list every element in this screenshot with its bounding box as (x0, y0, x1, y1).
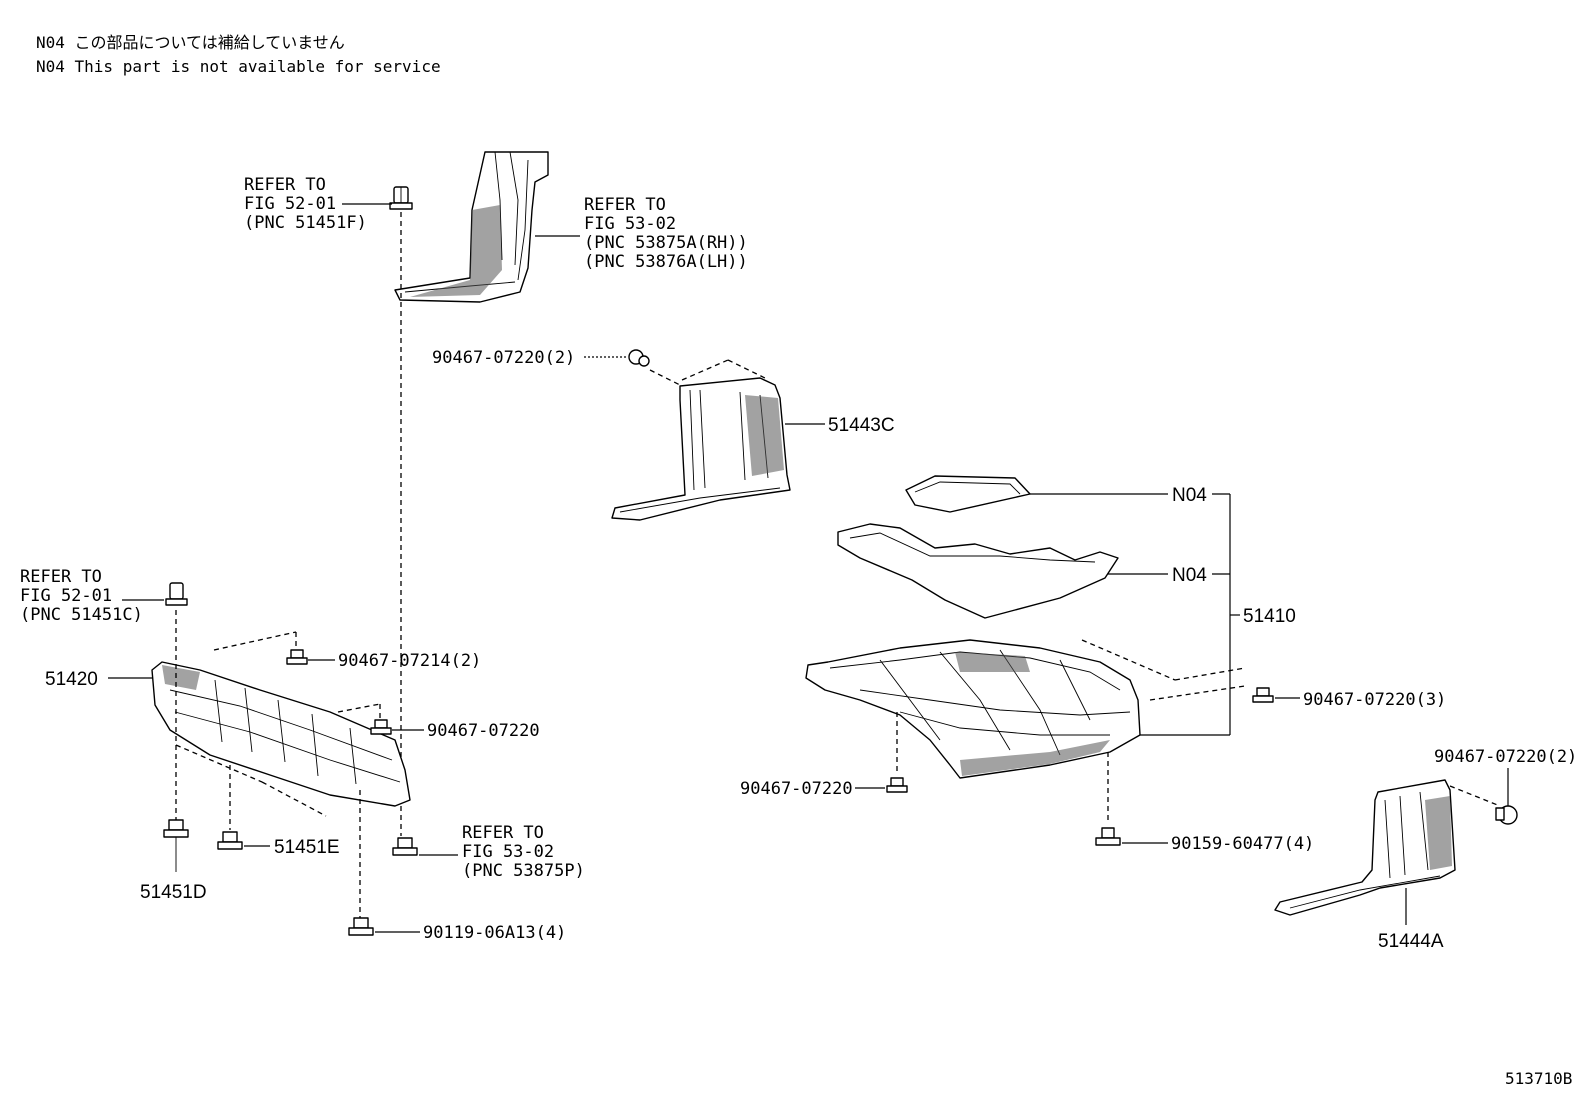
refer-a-line3: (PNC 51451F) (244, 213, 367, 233)
refer-c-line3: (PNC 51451C) (20, 605, 143, 625)
part-51444a-label: 51444A (1378, 931, 1444, 952)
refer-c-line2: FIG 52-01 (20, 586, 112, 606)
bolt-icon-right-07220-2[interactable] (1495, 805, 1518, 825)
refer-b-line4: (PNC 53876A(LH)) (584, 252, 748, 272)
front-under-cover-51420-part[interactable] (151, 661, 411, 807)
pad-n04-mid-part[interactable] (837, 523, 1119, 619)
bolt-icon-right-07220-3[interactable] (1252, 687, 1274, 703)
refer-a-line2: FIG 52-01 (244, 194, 336, 214)
cover-51444a-part[interactable] (1274, 779, 1456, 916)
part-51420-label: 51420 (45, 669, 98, 690)
note-japanese: N04 この部品については補給していません (36, 33, 345, 52)
refer-a-line1: REFER TO (244, 175, 326, 195)
fastener-top-label: 90467-07220(2) (432, 348, 575, 368)
clip-icon-top[interactable] (389, 186, 413, 210)
bolt-icon-51451e[interactable] (217, 831, 243, 850)
part-51410-label: 51410 (1243, 606, 1296, 627)
screw-icon-60477[interactable] (1095, 827, 1121, 846)
nut-icon-top[interactable] (628, 349, 650, 367)
fastener-06a13-label: 90119-06A13(4) (423, 923, 566, 943)
refer-d-line3: (PNC 53875P) (462, 861, 585, 881)
refer-b-line2: FIG 53-02 (584, 214, 676, 234)
refer-d-line1: REFER TO (462, 823, 544, 843)
bolt-icon-51451d[interactable] (163, 819, 189, 872)
refer-c-line1: REFER TO (20, 567, 102, 587)
refer-b-line1: REFER TO (584, 195, 666, 215)
cover-51443c-part[interactable] (611, 377, 791, 521)
refer-d-line2: FIG 53-02 (462, 842, 554, 862)
clip-icon-left[interactable] (165, 582, 188, 606)
fastener-right-07220-3-label: 90467-07220(3) (1303, 690, 1446, 710)
pad-n04-top-part[interactable] (905, 475, 1031, 513)
fender-liner-part[interactable] (394, 151, 549, 303)
part-51451e-label: 51451E (274, 837, 340, 858)
note-english: N04 This part is not available for servi… (36, 57, 441, 76)
fastener-60477-label: 90159-60477(4) (1171, 834, 1314, 854)
part-51451d-label: 51451D (140, 882, 207, 903)
figure-code: 513710B (1505, 1069, 1572, 1088)
fastener-center-07220-label: 90467-07220 (740, 779, 853, 799)
bolt-icon-53875p[interactable] (392, 837, 418, 856)
fastener-07214-label: 90467-07214(2) (338, 651, 481, 671)
fastener-right-07220-2-label: 90467-07220(2) (1434, 747, 1577, 767)
bolt-icon-left-07220[interactable] (370, 719, 392, 735)
fastener-left-07220-label: 90467-07220 (427, 721, 540, 741)
engine-under-cover-51410-part[interactable] (805, 639, 1141, 779)
part-51443c-label: 51443C (828, 415, 895, 436)
refer-b-line3: (PNC 53875A(RH)) (584, 233, 748, 253)
bolt-icon-06a13[interactable] (348, 917, 374, 936)
n04-top-label: N04 (1172, 485, 1207, 506)
bolt-icon-07214[interactable] (286, 649, 308, 665)
bolt-icon-center-07220[interactable] (886, 777, 908, 793)
n04-mid-label: N04 (1172, 565, 1207, 586)
